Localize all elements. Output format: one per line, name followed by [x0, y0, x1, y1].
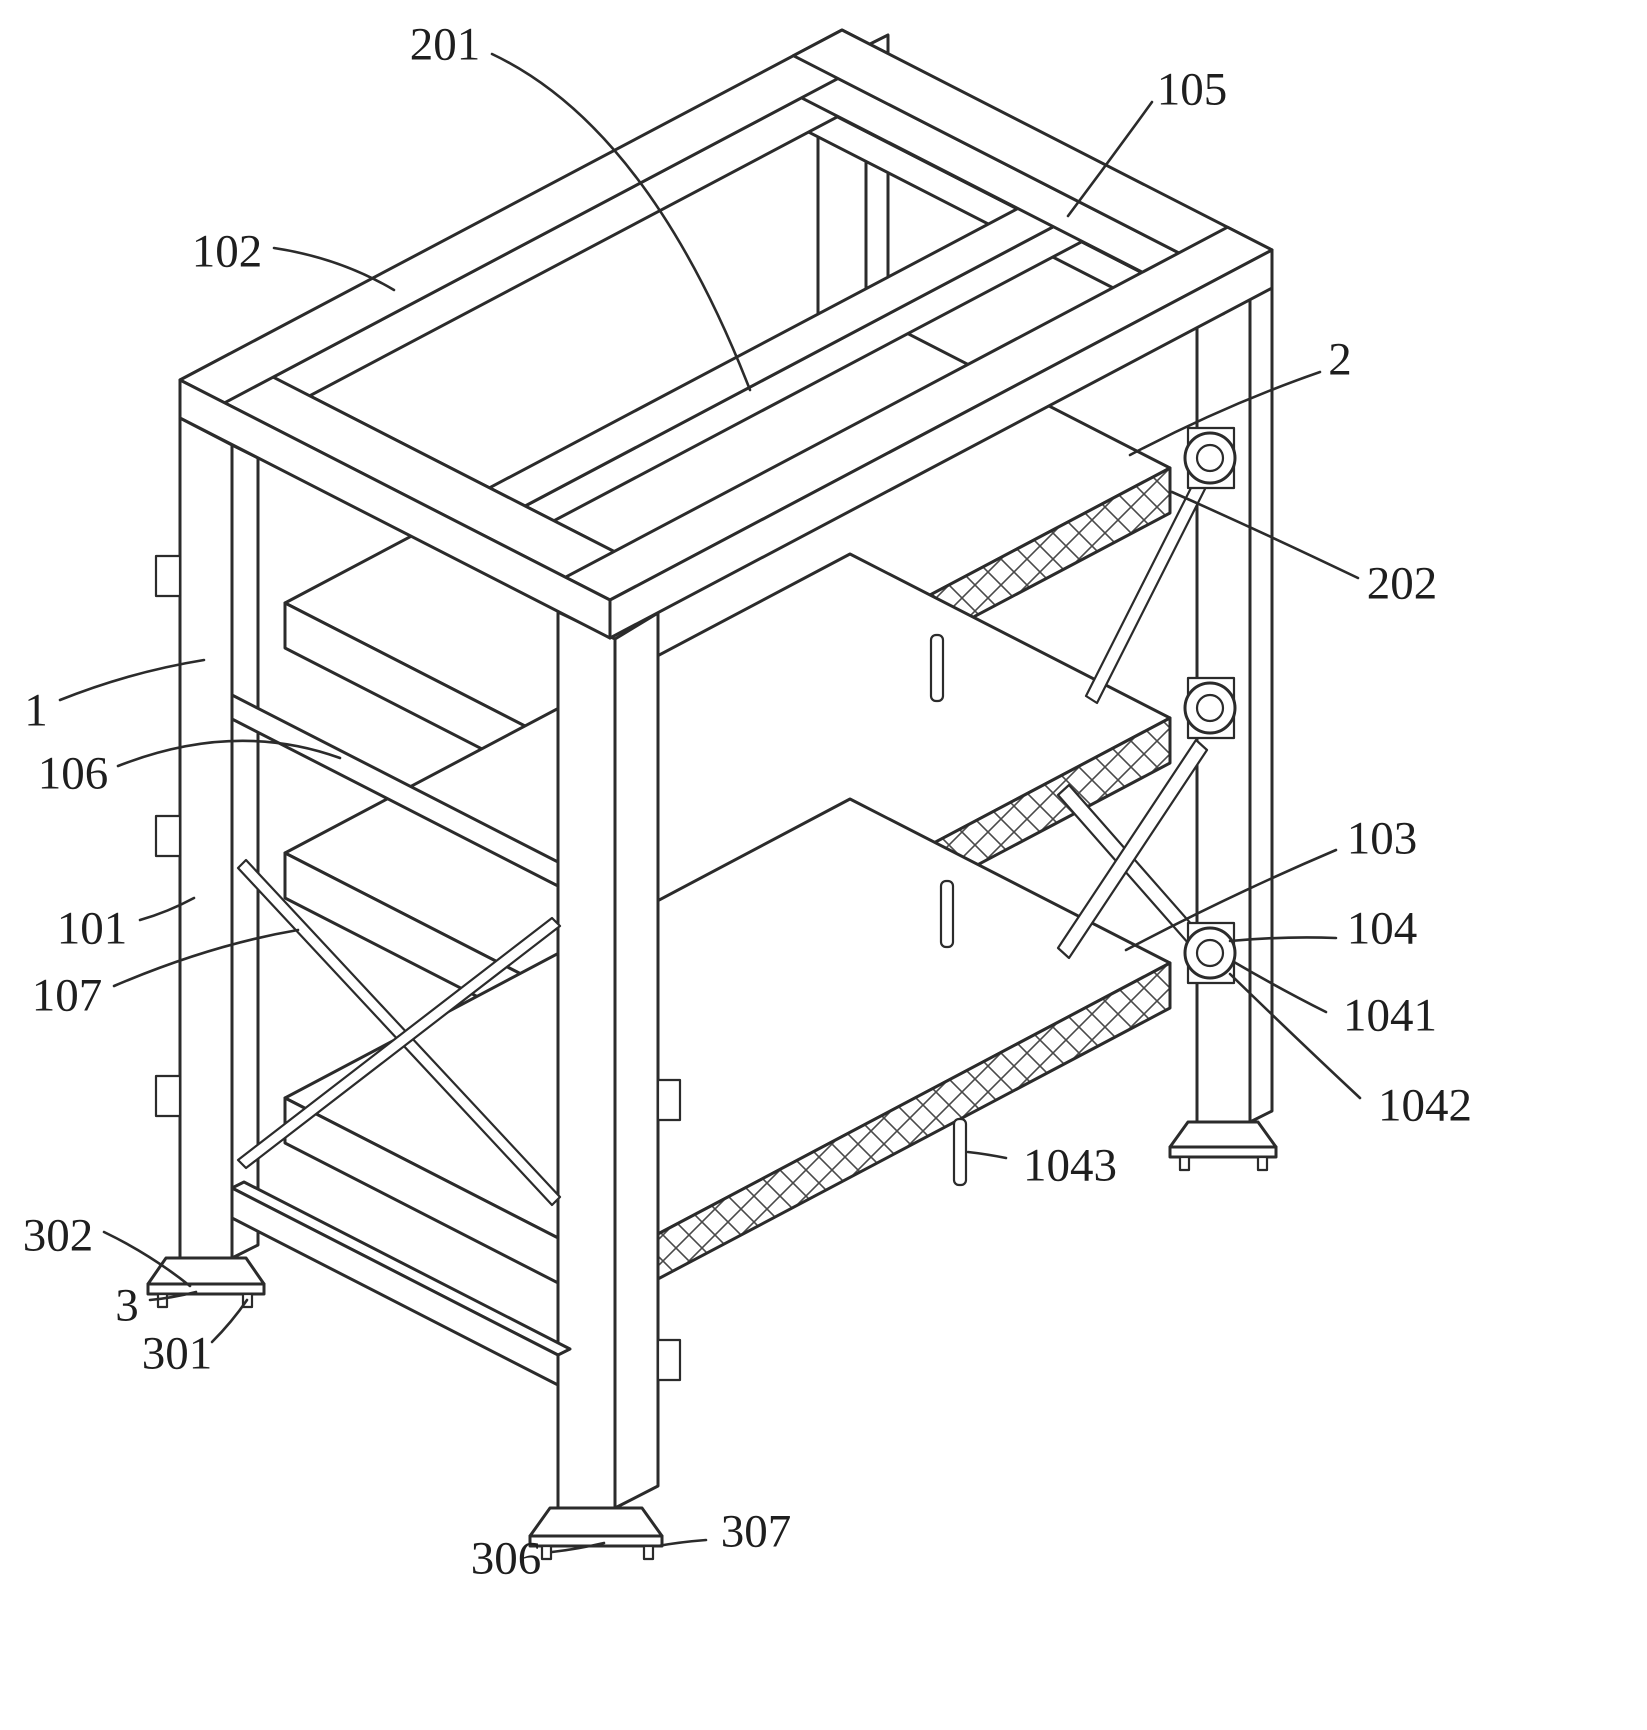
- left-beam-face: [178, 378, 612, 640]
- ref-label-1: 1: [24, 684, 48, 737]
- ref-label-103: 103: [1346, 812, 1418, 865]
- leader-3: [148, 1290, 198, 1302]
- ref-label-107: 107: [31, 969, 103, 1022]
- foot-base: [146, 1282, 266, 1296]
- shelf-pin-1: [929, 633, 945, 703]
- leader-1041: [1232, 960, 1328, 1014]
- ref-label-302: 302: [22, 1209, 94, 1262]
- bottom-rail-left: [230, 1180, 572, 1387]
- foot-plate: [1168, 1120, 1278, 1149]
- foot-bolt: [156, 1292, 169, 1309]
- ref-label-105: 105: [1156, 63, 1228, 116]
- ref-label-1041: 1041: [1343, 989, 1437, 1042]
- leader-306: [550, 1541, 606, 1554]
- foot-plate: [146, 1256, 266, 1286]
- ref-label-1043: 1043: [1023, 1139, 1117, 1192]
- foot-bolt: [1178, 1155, 1191, 1172]
- leader-lines: [58, 52, 1362, 1554]
- shelf-pin-2: [939, 879, 955, 949]
- leader-301: [210, 1298, 249, 1344]
- leader-102: [272, 246, 396, 292]
- leader-107: [112, 928, 300, 988]
- foot-bolt: [642, 1544, 655, 1561]
- foot-bolt: [540, 1544, 553, 1561]
- ref-label-3: 3: [115, 1279, 139, 1332]
- mount-tabs-front-post: [656, 1078, 682, 1382]
- leader-101: [138, 896, 196, 922]
- top-frame: [178, 28, 1274, 640]
- roller-3: [1183, 921, 1237, 985]
- ref-label-202: 202: [1366, 557, 1438, 610]
- leader-302: [102, 1230, 192, 1288]
- front-post: [556, 610, 660, 1510]
- cross-brace-107: [236, 858, 562, 1207]
- foot-plate: [528, 1506, 664, 1538]
- foot-front: [528, 1506, 664, 1561]
- shelf-pin-3: [952, 1117, 968, 1187]
- roller-2: [1183, 676, 1237, 740]
- ref-label-2: 2: [1328, 333, 1352, 386]
- foot-bolt: [1256, 1155, 1269, 1172]
- leader-1: [58, 658, 206, 702]
- leader-105: [1066, 100, 1154, 218]
- ref-label-306: 306: [470, 1532, 542, 1585]
- left-post: [178, 416, 260, 1260]
- side-rail-106: [230, 693, 560, 888]
- foot-base: [1168, 1145, 1278, 1159]
- leader-202: [1170, 490, 1360, 580]
- leader-2: [1128, 370, 1322, 457]
- foot-right: [1168, 1120, 1278, 1172]
- leader-201: [490, 52, 752, 392]
- leader-1043: [966, 1150, 1008, 1160]
- ref-label-101: 101: [56, 902, 128, 955]
- ref-label-307: 307: [720, 1505, 792, 1558]
- ref-label-1042: 1042: [1378, 1079, 1472, 1132]
- leader-106: [116, 739, 342, 768]
- leader-1042: [1228, 972, 1362, 1100]
- ref-label-104: 104: [1346, 902, 1418, 955]
- ref-label-106: 106: [37, 747, 109, 800]
- mount-tabs-left-post: [154, 554, 182, 1118]
- roller-1: [1183, 426, 1237, 490]
- leader-307: [656, 1538, 708, 1548]
- ref-label-201: 201: [409, 18, 481, 71]
- ref-label-301: 301: [141, 1327, 213, 1380]
- foot-left: [146, 1256, 266, 1309]
- leader-104: [1228, 936, 1338, 943]
- leader-103: [1124, 848, 1338, 952]
- ref-label-102: 102: [191, 225, 263, 278]
